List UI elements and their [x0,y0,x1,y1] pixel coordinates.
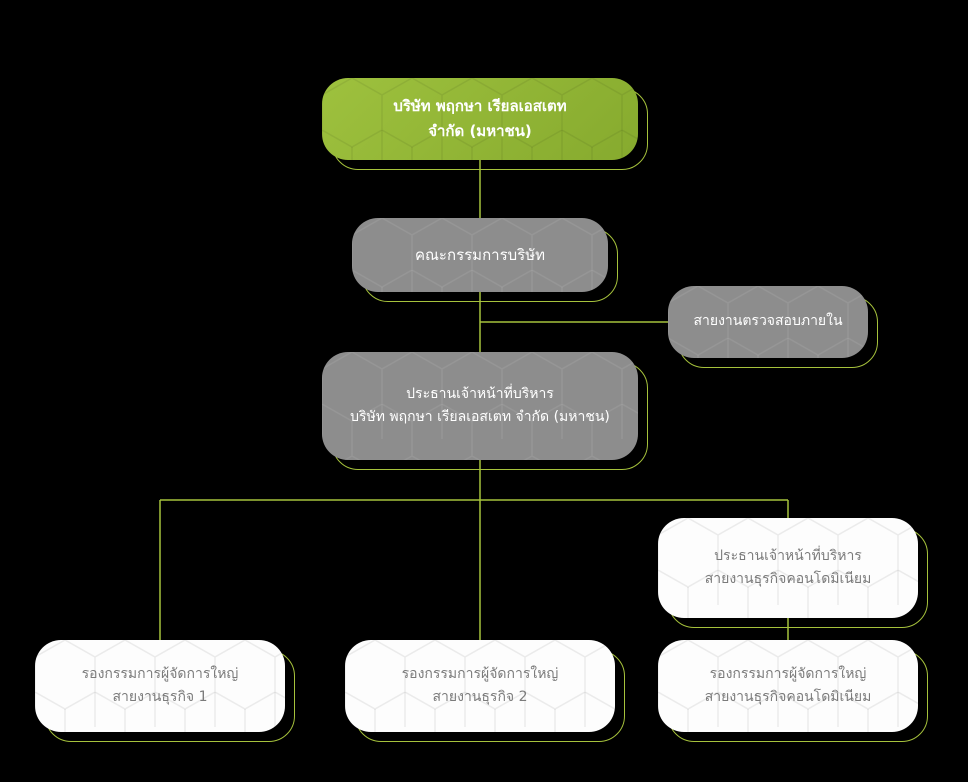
node-fill: สายงานตรวจสอบภายใน [668,286,868,358]
hexagon-pattern [345,640,615,732]
node-label-line2: บริษัท พฤกษา เรียลเอสเตท จำกัด (มหาชน) [350,409,610,425]
node-label: ประธานเจ้าหน้าที่บริหาร บริษัท พฤกษา เรี… [322,352,638,460]
node-label: รองกรรมการผู้จัดการใหญ่ สายงานธุรกิจ 1 [35,640,285,732]
node-label: คณะกรรมการบริษัท [352,218,608,292]
node-label-line2: จำกัด (มหาชน) [428,122,532,140]
hexagon-pattern [658,640,918,732]
node-fill: ประธานเจ้าหน้าที่บริหาร สายงานธุรกิจคอนโ… [658,518,918,618]
node-fill: บริษัท พฤกษา เรียลเอสเตท จำกัด (มหาชน) [322,78,638,160]
node-fill: รองกรรมการผู้จัดการใหญ่ สายงานธุรกิจ 1 [35,640,285,732]
node-label: สายงานตรวจสอบภายใน [668,286,868,358]
node-label-line1: ประธานเจ้าหน้าที่บริหาร [714,547,862,564]
hexagon-pattern [35,640,285,732]
node-label-line2: สายงานธุรกิจ 2 [432,689,528,705]
hexagon-pattern [668,286,868,358]
node-label-line2: สายงานธุรกิจคอนโดมิเนียม [704,571,872,587]
node-label: บริษัท พฤกษา เรียลเอสเตท จำกัด (มหาชน) [322,78,638,160]
org-node-board: คณะกรรมการบริษัท [352,218,618,302]
node-fill: คณะกรรมการบริษัท [352,218,608,292]
org-node-ceo: ประธานเจ้าหน้าที่บริหาร บริษัท พฤกษา เรี… [322,352,648,470]
node-label-line1: รองกรรมการผู้จัดการใหญ่ [401,665,559,682]
node-fill: รองกรรมการผู้จัดการใหญ่ สายงานธุรกิจคอนโ… [658,640,918,732]
hexagon-pattern [322,78,638,160]
node-label-line1: สายงานตรวจสอบภายใน [693,313,843,330]
hexagon-pattern [352,218,608,292]
node-label-line2: สายงานธุรกิจ 1 [112,689,208,705]
node-label: รองกรรมการผู้จัดการใหญ่ สายงานธุรกิจคอนโ… [658,640,918,732]
org-node-evp-business-1: รองกรรมการผู้จัดการใหญ่ สายงานธุรกิจ 1 [35,640,295,742]
hexagon-pattern [322,352,638,460]
node-label-line1: ประธานเจ้าหน้าที่บริหาร [406,385,554,402]
node-fill: ประธานเจ้าหน้าที่บริหาร บริษัท พฤกษา เรี… [322,352,638,460]
node-label-line1: รองกรรมการผู้จัดการใหญ่ [709,665,867,682]
node-label-line1: บริษัท พฤกษา เรียลเอสเตท [393,97,567,116]
node-label-line1: รองกรรมการผู้จัดการใหญ่ [81,665,239,682]
org-node-internal-audit: สายงานตรวจสอบภายใน [668,286,878,368]
org-node-evp-business-2: รองกรรมการผู้จัดการใหญ่ สายงานธุรกิจ 2 [345,640,625,742]
node-label-line2: สายงานธุรกิจคอนโดมิเนียม [704,689,872,705]
org-node-evp-condo: รองกรรมการผู้จัดการใหญ่ สายงานธุรกิจคอนโ… [658,640,928,742]
org-node-condo-ceo: ประธานเจ้าหน้าที่บริหาร สายงานธุรกิจคอนโ… [658,518,928,628]
node-label: ประธานเจ้าหน้าที่บริหาร สายงานธุรกิจคอนโ… [658,518,918,618]
node-fill: รองกรรมการผู้จัดการใหญ่ สายงานธุรกิจ 2 [345,640,615,732]
hexagon-pattern [658,518,918,618]
org-node-company: บริษัท พฤกษา เรียลเอสเตท จำกัด (มหาชน) [322,78,648,170]
node-label-line1: คณะกรรมการบริษัท [414,245,545,264]
node-label: รองกรรมการผู้จัดการใหญ่ สายงานธุรกิจ 2 [345,640,615,732]
